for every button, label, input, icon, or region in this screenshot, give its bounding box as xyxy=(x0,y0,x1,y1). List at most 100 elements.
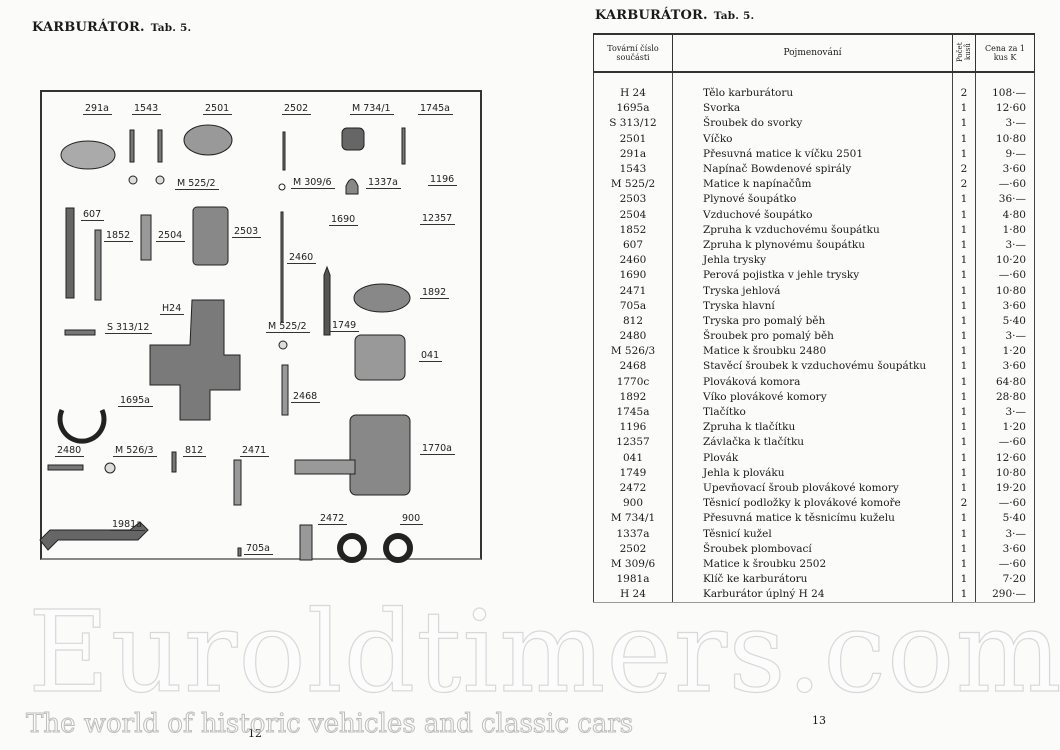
unit-price: 10·80 xyxy=(975,131,1035,147)
slide-2504 xyxy=(140,214,152,261)
button-1745a xyxy=(401,127,406,165)
unit-price: 3·60 xyxy=(975,359,1035,375)
figure-label: 607 xyxy=(81,209,105,221)
part-name: Jehla trysky xyxy=(672,253,953,269)
unit-price: 10·80 xyxy=(975,283,1035,299)
figure-label: 705a xyxy=(244,543,273,555)
unit-price: 12·60 xyxy=(975,450,1035,466)
part-number: S 313/12 xyxy=(593,116,673,132)
quantity: 1 xyxy=(952,268,976,284)
part-name: Víčko xyxy=(672,131,953,147)
part-name: Zpruha k plynovému šoupátku xyxy=(672,237,953,254)
left-page-title: KARBURÁTOR.Tab. 5. xyxy=(32,20,191,35)
header-name: Pojmenování xyxy=(672,33,953,73)
figure-label: 041 xyxy=(419,350,443,362)
nut-m734 xyxy=(341,127,365,151)
part-name: Tělo karburátoru xyxy=(672,86,953,102)
part-number: 12357 xyxy=(593,435,673,451)
part-name: Šroubek pro pomalý běh xyxy=(672,329,953,345)
lid-1892 xyxy=(353,283,411,313)
part-number: 2471 xyxy=(593,283,673,299)
part-number: 2502 xyxy=(593,541,673,557)
parts-table: Tovární číslo součásti Pojmenování Počet… xyxy=(593,33,1035,604)
part-number: 291a xyxy=(593,146,673,162)
unit-price: 64·80 xyxy=(975,374,1035,390)
part-number: M 526/3 xyxy=(593,344,673,360)
header-qty: Počet kusů xyxy=(952,33,976,73)
part-name: Jehla k plováku xyxy=(672,465,953,481)
quantity: 1 xyxy=(952,329,976,345)
part-name: Svorka xyxy=(672,101,953,117)
part-name: Šroubek do svorky xyxy=(672,116,953,132)
unit-price: 19·20 xyxy=(975,480,1035,497)
washer-900b xyxy=(383,533,413,563)
part-name: Závlačka k tlačítku xyxy=(672,435,953,451)
page-number-left: 12 xyxy=(248,727,262,740)
figure-label: 2503 xyxy=(232,226,262,238)
screw-2480 xyxy=(47,464,84,471)
unit-price: 36·— xyxy=(975,192,1035,208)
figure-label: 1770a xyxy=(420,443,455,455)
part-number: H 24 xyxy=(593,587,673,604)
quantity: 1 xyxy=(952,237,976,254)
quantity: 1 xyxy=(952,101,976,117)
part-name: Víko plovákové komory xyxy=(672,389,953,405)
tab-label: Tab. 5. xyxy=(150,22,192,34)
part-number: 607 xyxy=(593,237,673,254)
part-name: Matice k napínačům xyxy=(672,177,953,193)
float-chamber-1770c xyxy=(349,414,411,496)
quantity: 1 xyxy=(952,465,976,481)
part-number: 1196 xyxy=(593,420,673,436)
float-041 xyxy=(354,334,406,381)
title-text: KARBURÁTOR. xyxy=(595,8,708,23)
quantity: 2 xyxy=(952,86,976,102)
watermark-tagline: The world of historic vehicles and class… xyxy=(25,709,634,740)
figure-label: 1690 xyxy=(329,214,359,226)
needle-1749 xyxy=(323,265,331,336)
figure-label: M 734/1 xyxy=(350,103,394,115)
part-number: 2468 xyxy=(593,359,673,375)
part-number: 812 xyxy=(593,313,673,329)
part-number: 2501 xyxy=(593,131,673,147)
unit-price: 12·60 xyxy=(975,101,1035,117)
figure-label: 1852 xyxy=(104,230,134,242)
unit-price: —·60 xyxy=(975,268,1035,284)
part-number: 2503 xyxy=(593,192,673,208)
unit-price: 28·80 xyxy=(975,389,1035,405)
quantity: 2 xyxy=(952,496,976,512)
figure-label: 291a xyxy=(83,103,112,115)
unit-price: 3·— xyxy=(975,237,1035,254)
figure-label: 1981a xyxy=(110,519,145,531)
part-number: 1745a xyxy=(593,404,673,421)
part-name: Tryska hlavní xyxy=(672,298,953,314)
ring-291a xyxy=(60,140,116,170)
figure-label: 2472 xyxy=(318,513,348,525)
quantity: 1 xyxy=(952,207,976,223)
part-name: Tlačítko xyxy=(672,404,953,421)
unit-price: 5·40 xyxy=(975,313,1035,329)
quantity: 1 xyxy=(952,192,976,208)
unit-price: 108·— xyxy=(975,86,1035,102)
part-name: Zpruha k tlačítku xyxy=(672,420,953,436)
quantity: 1 xyxy=(952,420,976,436)
unit-price: —·60 xyxy=(975,556,1035,572)
figure-label: 812 xyxy=(183,445,207,457)
tensioner-1543 xyxy=(129,129,135,163)
figure-label: 1892 xyxy=(420,287,450,299)
part-number: 1695a xyxy=(593,101,673,117)
quantity: 1 xyxy=(952,374,976,390)
